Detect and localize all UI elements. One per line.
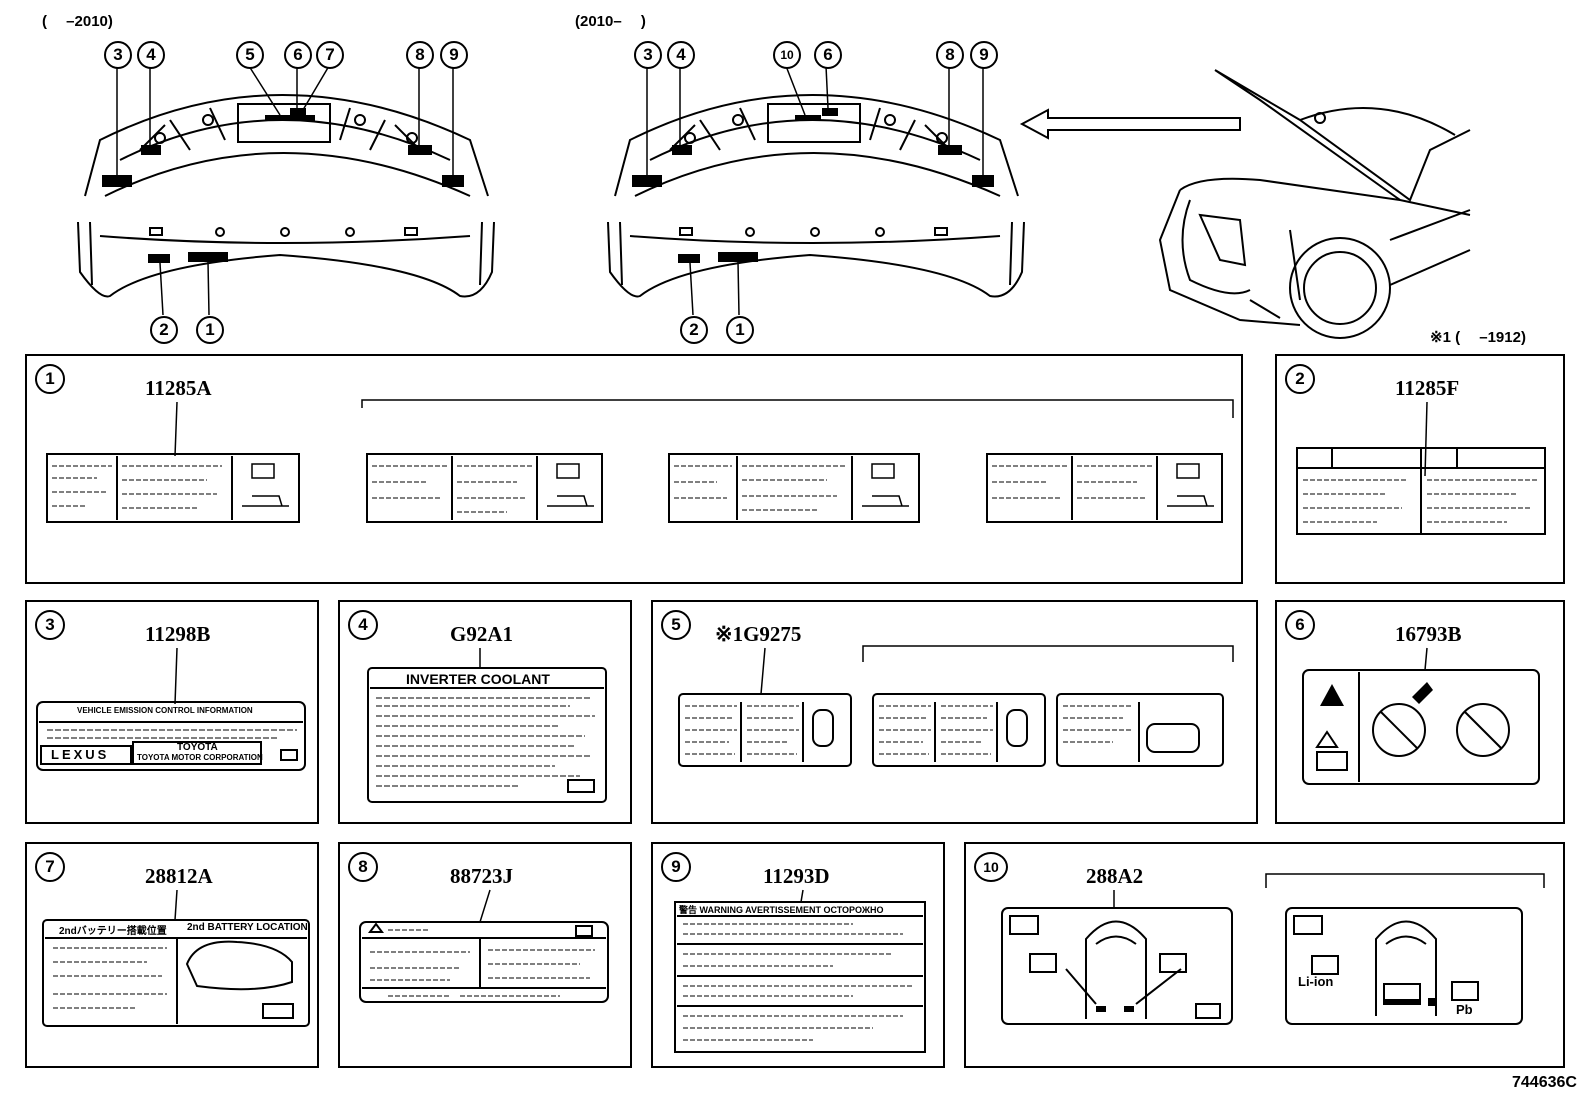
label-panel-9: 9 11293D 警告 WARNING AVERTISSEMENT ОСТОРО…	[651, 842, 945, 1068]
panel-number: 8	[348, 852, 378, 882]
lexus-logo-text: LEXUS	[51, 747, 110, 762]
inverter-coolant-text: INVERTER COOLANT	[406, 671, 550, 687]
part-number: ※1G9275	[715, 622, 802, 646]
panel-number: 10	[974, 852, 1008, 882]
part-number: G92A1	[450, 622, 513, 646]
callout-8-left: 8	[406, 41, 434, 69]
label-panel-2: 2 11285F	[1275, 354, 1565, 584]
panel-number: 2	[1285, 364, 1315, 394]
pb-text: Pb	[1456, 1002, 1473, 1017]
label-panel-3: 3 11298B VEHICLE EMISSION CONTROL INFORM…	[25, 600, 319, 824]
part-number: 28812A	[145, 864, 213, 888]
toyota-text: TOYOTA	[177, 742, 218, 753]
callout-8-mid: 8	[936, 41, 964, 69]
panel-number: 7	[35, 852, 65, 882]
callout-3-mid: 3	[634, 41, 662, 69]
callout-1-left: 1	[196, 316, 224, 344]
callout-10-mid: 10	[773, 41, 801, 69]
label-panel-1: 1 11285A	[25, 354, 1243, 584]
emission-title: VEHICLE EMISSION CONTROL INFORMATION	[77, 706, 253, 715]
panel-number: 9	[661, 852, 691, 882]
part-number: 11285A	[145, 376, 212, 400]
part-number: 88723J	[450, 864, 513, 888]
warning-line-text: 警告 WARNING AVERTISSEMENT ОСТОРОЖНО	[679, 905, 884, 915]
note-1912: ※1 ( –1912)	[1430, 329, 1526, 346]
toyota-sub-text: TOYOTA MOTOR CORPORATION	[137, 753, 263, 762]
label-panel-6: 6 16793B	[1275, 600, 1565, 824]
callout-3-left: 3	[104, 41, 132, 69]
panel-number: 4	[348, 610, 378, 640]
part-number: 11298B	[145, 622, 211, 646]
callout-7-left: 7	[316, 41, 344, 69]
label-panel-10: 10 288A2 Li-ion Pb	[964, 842, 1565, 1068]
part-number: 16793B	[1395, 622, 1462, 646]
panel-number: 1	[35, 364, 65, 394]
figure-code: 744636C	[1512, 1074, 1577, 1091]
callout-4-left: 4	[137, 41, 165, 69]
callout-1-mid: 1	[726, 316, 754, 344]
callout-9-left: 9	[440, 41, 468, 69]
callout-2-mid: 2	[680, 316, 708, 344]
range-label-mid: (2010– )	[575, 13, 646, 30]
label-panel-4: 4 G92A1 INVERTER COOLANT	[338, 600, 632, 824]
battery-en-text: 2nd BATTERY LOCATION	[187, 922, 308, 933]
callout-9-mid: 9	[970, 41, 998, 69]
li-ion-text: Li-ion	[1298, 974, 1334, 989]
battery-jp-text: 2ndバッテリー搭載位置	[59, 926, 167, 937]
callout-4-mid: 4	[667, 41, 695, 69]
panel-number: 3	[35, 610, 65, 640]
part-number: 11293D	[763, 864, 830, 888]
callout-2-left: 2	[150, 316, 178, 344]
panel-number: 6	[1285, 610, 1315, 640]
panel-number: 5	[661, 610, 691, 640]
part-number: 11285F	[1395, 376, 1460, 400]
label-panel-8: 8 88723J	[338, 842, 632, 1068]
callout-6-mid: 6	[814, 41, 842, 69]
label-panel-5: 5 ※1G9275	[651, 600, 1258, 824]
callout-6-left: 6	[284, 41, 312, 69]
label-panel-7: 7 28812A 2ndバッテリー搭載位置 2nd BATTERY LOCATI…	[25, 842, 319, 1068]
part-number: 288A2	[1086, 864, 1144, 888]
callout-5-left: 5	[236, 41, 264, 69]
range-label-left: ( –2010)	[42, 13, 113, 30]
